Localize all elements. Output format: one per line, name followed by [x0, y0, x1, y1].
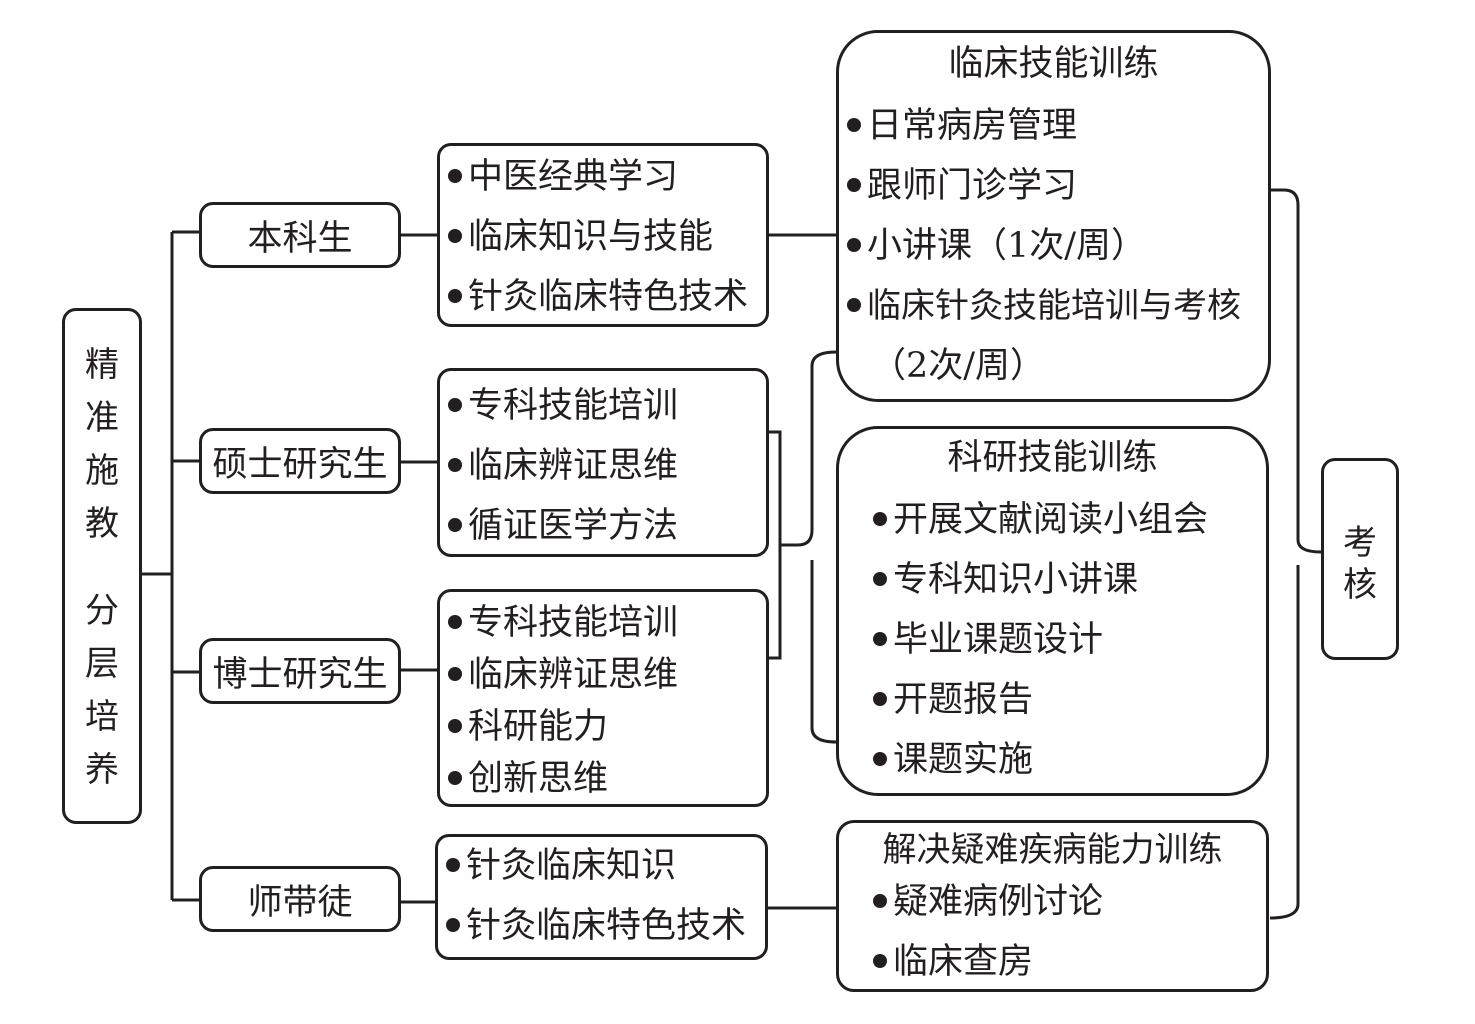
- list-item: 针灸临床知识: [446, 845, 676, 887]
- root-char: 培: [85, 697, 119, 737]
- root-char: 施: [85, 451, 119, 491]
- assessment-char: 考: [1343, 523, 1377, 563]
- level-doctoral: 博士研究生: [199, 638, 401, 704]
- level-master: 硕士研究生: [199, 428, 401, 494]
- bullet-icon: [873, 893, 887, 908]
- bullet-icon: [446, 917, 460, 932]
- level-apprentice: 师带徒: [199, 866, 401, 932]
- bullet-icon: [448, 288, 462, 303]
- list-item: 临床辨证思维: [448, 654, 678, 696]
- list-item: 针灸临床特色技术: [448, 276, 748, 318]
- list-item: 临床查房: [873, 941, 1033, 983]
- root-box-precision-teaching: 精 准 施 教 分 层 培 养: [62, 308, 142, 824]
- doctoral-content-box: 专科技能培训 临床辨证思维 科研能力 创新思维: [437, 589, 769, 807]
- list-item: 临床知识与技能: [448, 216, 713, 258]
- bullet-icon: [873, 953, 887, 968]
- assessment-char: 核: [1343, 565, 1377, 605]
- bullet-icon: [448, 770, 462, 785]
- bullet-icon: [448, 228, 462, 243]
- bullet-icon: [446, 857, 460, 872]
- level-label: 博士研究生: [212, 654, 388, 695]
- bullet-icon: [448, 397, 462, 412]
- apprentice-content-box: 针灸临床知识 针灸临床特色技术: [435, 834, 768, 960]
- bullet-icon: [448, 718, 462, 733]
- list-item-continuation: （2次/周）: [871, 346, 1046, 386]
- bullet-icon: [448, 457, 462, 472]
- list-item: 开展文献阅读小组会: [873, 499, 1208, 541]
- clinical-skills-training-box: 临床技能训练 日常病房管理 跟师门诊学习 小讲课（1次/周） 临床针灸技能培训与…: [836, 30, 1271, 402]
- bullet-icon: [873, 691, 887, 706]
- research-skills-training-box: 科研技能训练 开展文献阅读小组会 专科知识小讲课 毕业课题设计 开题报告 课题实…: [836, 426, 1269, 796]
- bullet-icon: [873, 571, 887, 586]
- list-item: 临床针灸技能培训与考核: [847, 285, 1241, 327]
- bullet-icon: [847, 117, 861, 132]
- root-char: 层: [85, 644, 119, 684]
- list-item: 日常病房管理: [847, 105, 1077, 147]
- root-char: 分: [85, 591, 119, 631]
- root-char: 准: [85, 398, 119, 438]
- undergraduate-content-box: 中医经典学习 临床知识与技能 针灸临床特色技术: [437, 143, 769, 327]
- list-item: 科研能力: [448, 706, 608, 748]
- bullet-icon: [873, 511, 887, 526]
- list-item: 中医经典学习: [448, 156, 678, 198]
- list-item: 创新思维: [448, 758, 608, 800]
- bullet-icon: [873, 631, 887, 646]
- root-char: 精: [85, 345, 119, 385]
- difficult-disease-training-box: 解决疑难疾病能力训练 疑难病例讨论 临床查房: [836, 820, 1269, 992]
- training-title: 科研技能训练: [947, 438, 1158, 478]
- list-item: 小讲课（1次/周）: [847, 225, 1146, 267]
- level-label: 硕士研究生: [212, 444, 388, 485]
- list-item: 开题报告: [873, 679, 1033, 721]
- bullet-icon: [448, 666, 462, 681]
- level-label: 师带徒: [247, 882, 353, 923]
- root-char: 养: [85, 750, 119, 790]
- list-item: 疑难病例讨论: [873, 881, 1103, 923]
- bullet-icon: [873, 751, 887, 766]
- bullet-icon: [847, 177, 861, 192]
- training-title: 解决疑难疾病能力训练: [882, 830, 1223, 870]
- list-item: 临床辨证思维: [448, 445, 678, 487]
- master-content-box: 专科技能培训 临床辨证思维 循证医学方法: [437, 368, 769, 557]
- list-item: 课题实施: [873, 739, 1033, 781]
- bullet-icon: [847, 298, 861, 312]
- bullet-icon: [448, 168, 462, 183]
- training-title: 临床技能训练: [948, 44, 1159, 84]
- list-item: 循证医学方法: [448, 505, 678, 547]
- level-undergraduate: 本科生: [199, 202, 401, 268]
- bullet-icon: [448, 517, 462, 532]
- root-char: 教: [85, 504, 119, 544]
- list-item: 针灸临床特色技术: [446, 905, 746, 947]
- bullet-icon: [847, 237, 861, 252]
- assessment-box: 考 核: [1321, 458, 1399, 660]
- list-item: 专科技能培训: [448, 385, 678, 427]
- level-label: 本科生: [247, 218, 353, 259]
- list-item: 专科技能培训: [448, 602, 678, 644]
- list-item: 毕业课题设计: [873, 619, 1103, 661]
- bullet-icon: [448, 614, 462, 629]
- list-item: 专科知识小讲课: [873, 559, 1138, 601]
- list-item: 跟师门诊学习: [847, 165, 1077, 207]
